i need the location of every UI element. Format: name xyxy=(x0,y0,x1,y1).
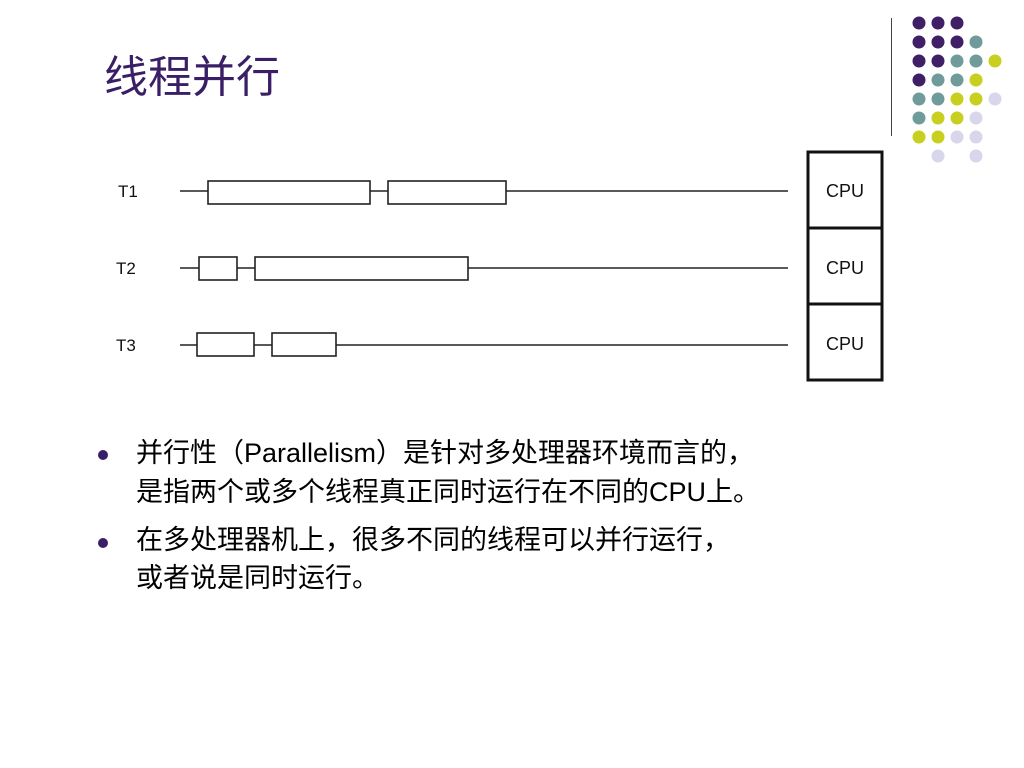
bullet-dot-icon xyxy=(98,538,108,548)
bullet-term: CPU xyxy=(649,477,707,507)
bullet-term: Parallelism xyxy=(244,438,377,468)
bullet-dot-icon xyxy=(98,450,108,460)
bullet-line: 是指两个或多个线程真正同时运行在不同的CPU上。 xyxy=(136,473,978,512)
bullet-text: 在多处理器机上，很多不同的线程可以并行运行， xyxy=(136,525,730,556)
cpu-label: CPU xyxy=(826,258,864,278)
bullet-item: 在多处理器机上，很多不同的线程可以并行运行， 或者说是同时运行。 xyxy=(98,522,978,598)
cpu-label: CPU xyxy=(826,334,864,354)
bullet-item: 并行性（Parallelism）是针对多处理器环境而言的， 是指两个或多个线程真… xyxy=(98,434,978,512)
t2-run-segment xyxy=(198,256,238,281)
slide-title: 线程并行 xyxy=(104,52,280,103)
thread-parallelism-diagram: T1 T2 T3 CPU CPU CPU xyxy=(116,150,884,382)
t3-run-segment xyxy=(196,332,255,357)
bullet-line: 在多处理器机上，很多不同的线程可以并行运行， xyxy=(136,522,978,560)
t1-run-segment xyxy=(387,180,507,205)
bullet-line: 并行性（Parallelism）是针对多处理器环境而言的， xyxy=(136,434,978,473)
bullet-text: 上。 xyxy=(706,477,761,508)
bullet-text: ）是针对多处理器环境而言的， xyxy=(376,438,755,469)
title-divider-line xyxy=(891,18,892,136)
bullet-text: 或者说是同时运行。 xyxy=(136,563,379,594)
thread-label: T1 xyxy=(118,182,138,201)
thread-label: T3 xyxy=(116,336,136,355)
bullet-list: 并行性（Parallelism）是针对多处理器环境而言的， 是指两个或多个线程真… xyxy=(98,434,978,608)
cpu-box xyxy=(806,226,884,306)
t3-run-segment xyxy=(271,332,337,357)
cpu-box xyxy=(806,302,884,382)
bullet-text: 是指两个或多个线程真正同时运行在不同的 xyxy=(136,477,649,508)
cpu-label: CPU xyxy=(826,181,864,201)
bullet-text: 并行性（ xyxy=(136,438,244,469)
cpu-box xyxy=(806,150,884,230)
t2-run-segment xyxy=(254,256,469,281)
t1-run-segment xyxy=(207,180,371,205)
thread-label: T2 xyxy=(116,259,136,278)
bullet-line: 或者说是同时运行。 xyxy=(136,560,978,598)
